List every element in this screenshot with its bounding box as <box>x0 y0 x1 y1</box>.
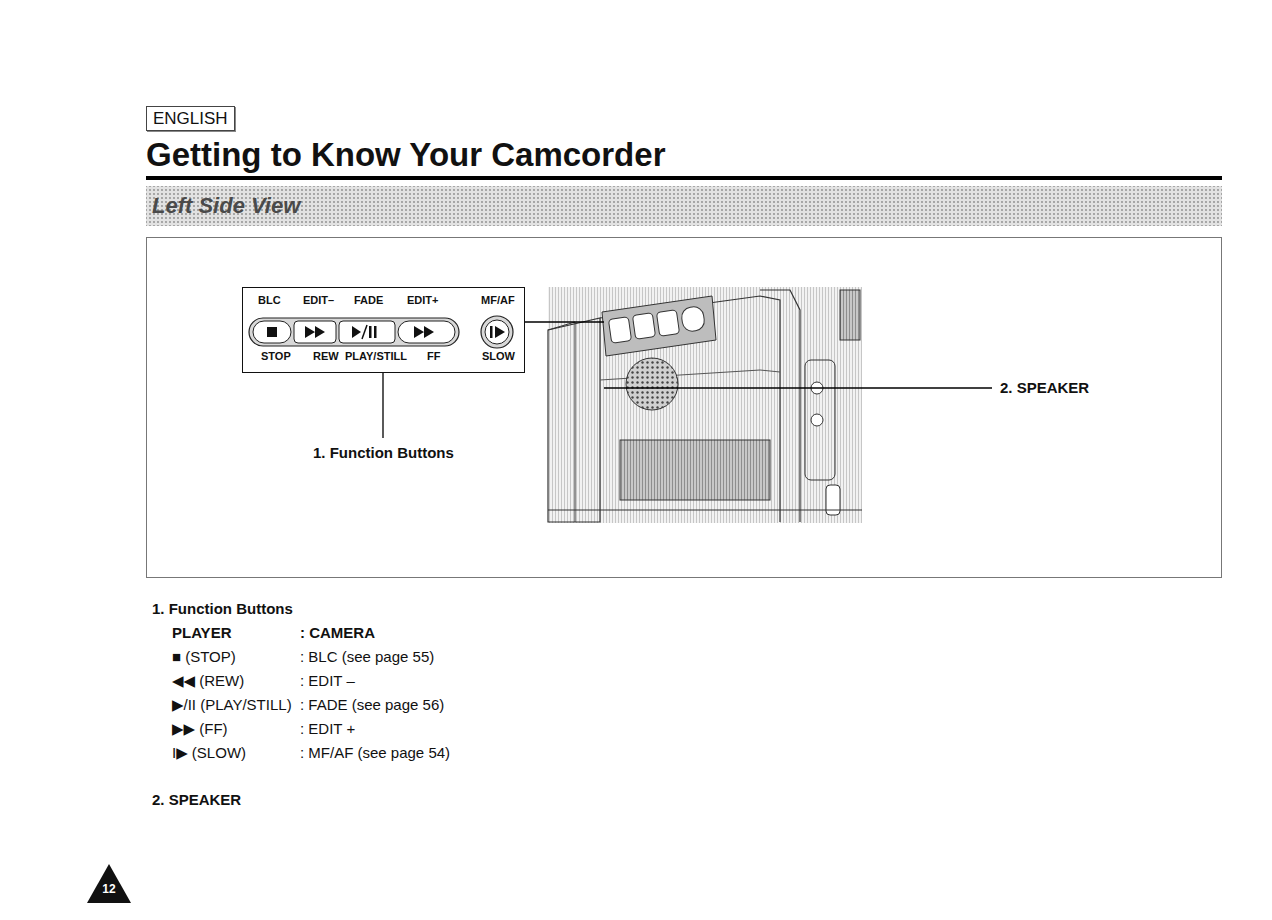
button-label: MF/AF <box>481 294 515 307</box>
page-number-badge: 12 <box>86 862 132 904</box>
button-label: EDIT+ <box>407 294 438 307</box>
figure-frame <box>147 238 1222 578</box>
camera-function: : FADE (see page 56) <box>300 696 444 713</box>
player-function: ■ (STOP) <box>172 648 236 665</box>
page-title: Getting to Know Your Camcorder <box>146 136 665 174</box>
button-label: FF <box>427 350 440 363</box>
column-heading: PLAYER <box>172 624 231 641</box>
node-text: ENGLISH <box>153 109 228 129</box>
camera-function: : BLC (see page 55) <box>300 648 434 665</box>
list-heading: 1. Function Buttons <box>152 600 293 617</box>
callout-label: 2. SPEAKER <box>1000 379 1089 396</box>
section-band-ground <box>146 186 1222 226</box>
player-function: ◀◀ (REW) <box>172 672 244 689</box>
node-text: Left Side View <box>152 193 1228 218</box>
button-label: STOP <box>261 350 291 363</box>
button-label: EDIT– <box>303 294 334 307</box>
heading-rule <box>146 176 1222 180</box>
player-function: ▶▶ (FF) <box>172 720 228 737</box>
button-label: BLC <box>258 294 281 307</box>
button-panel: BLC EDIT– FADE EDIT+ MF/AF STOP REW PLAY/STILL F… <box>242 287 525 373</box>
camera-function: : EDIT – <box>300 672 355 689</box>
button-label: PLAY/STILL <box>345 350 407 363</box>
button-panel-artwork <box>243 288 525 373</box>
camera-function: : MF/AF (see page 54) <box>300 744 450 761</box>
list-heading: 2. SPEAKER <box>152 791 241 808</box>
leader-line <box>382 373 383 438</box>
button-label: SLOW <box>482 350 515 363</box>
language-tab: ENGLISH <box>146 106 235 131</box>
section-band: Left Side View <box>146 186 1222 226</box>
camera-function: : EDIT + <box>300 720 355 737</box>
leader-line <box>525 321 604 322</box>
button-label: FADE <box>354 294 383 307</box>
button-label: REW <box>313 350 339 363</box>
leader-line <box>604 387 992 388</box>
badge-triangle-shape <box>87 864 131 903</box>
player-function: ▶/II (PLAY/STILL) <box>172 696 292 713</box>
node-text: 12 <box>86 883 132 897</box>
player-function: I▶ (SLOW) <box>172 744 246 761</box>
column-heading: : CAMERA <box>300 624 375 641</box>
callout-label: 1. Function Buttons <box>313 444 454 461</box>
